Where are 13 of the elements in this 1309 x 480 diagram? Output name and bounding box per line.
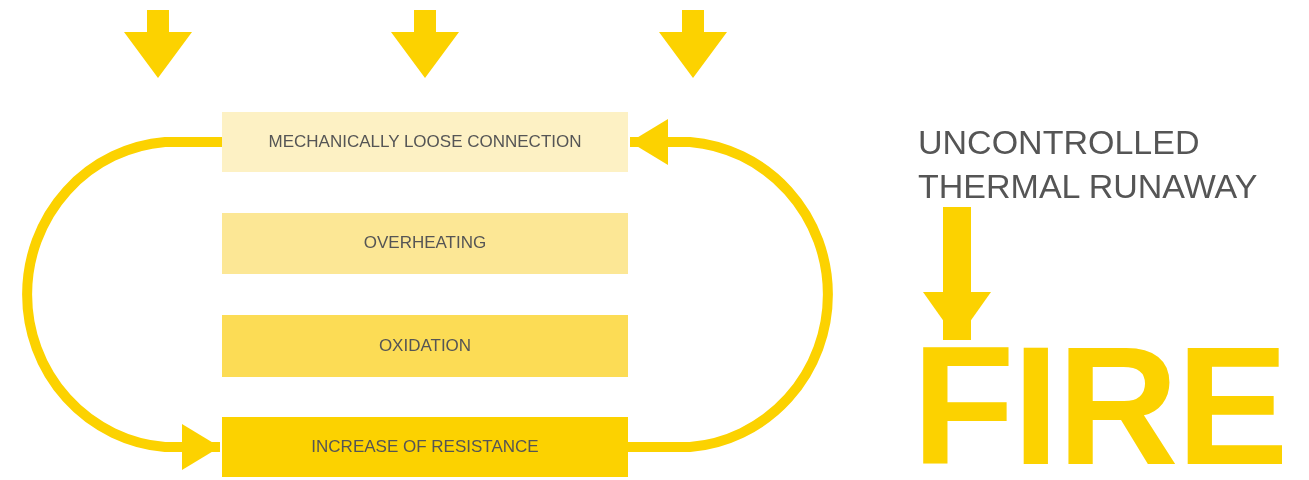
heading-text: UNCONTROLLED THERMAL RUNAWAY [918,121,1259,207]
step-box [222,315,628,377]
result-text: FIRE [912,335,1287,478]
step-label: INCREASE OF RESISTANCE [311,435,539,458]
arrow [628,119,833,452]
arrow [923,207,991,340]
step-label: OVERHEATING [363,232,487,255]
step-box [222,213,628,274]
step-box [222,417,628,477]
arrow [22,137,222,470]
step-label: OXIDATION [378,334,472,357]
step-label: MECHANICALLY LOOSE CONNECTION [268,130,582,153]
step-box [222,112,628,172]
